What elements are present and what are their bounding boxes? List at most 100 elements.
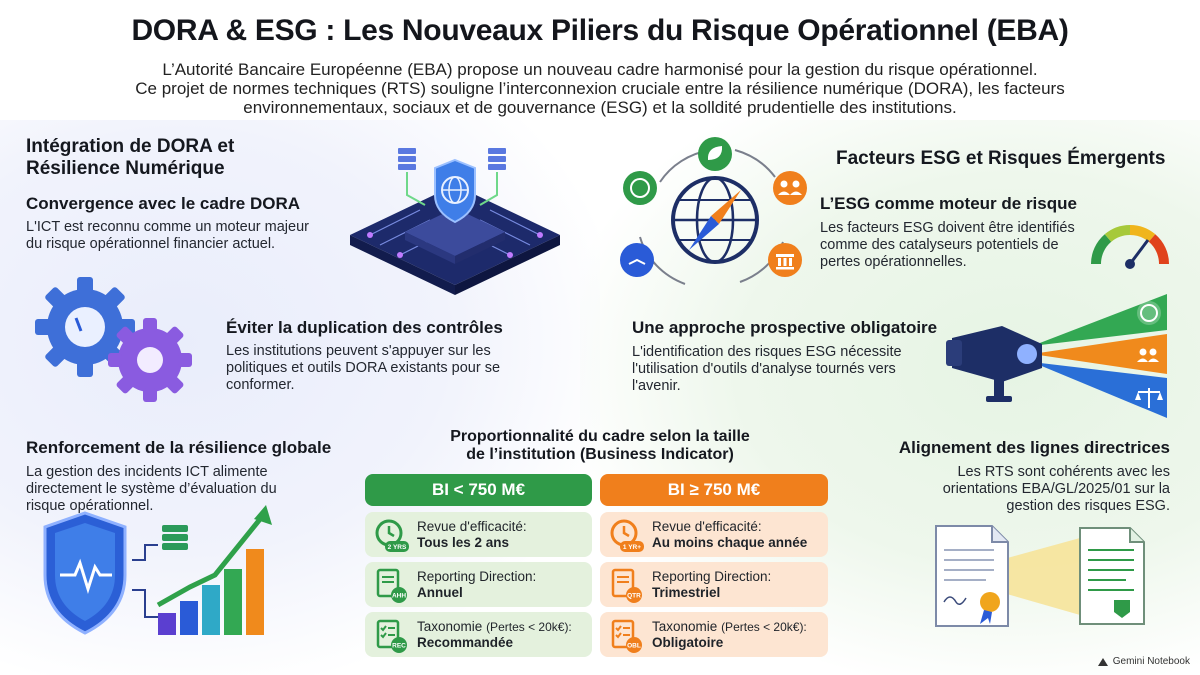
review-label: Revue d'efficacité: [652,518,762,534]
shield-growth-icon [43,505,272,635]
review-value: Tous les 2 ans [417,534,510,550]
reporting-value: Trimestriel [652,584,721,600]
dora-section-title: Intégration de DORA et Résilience Numéri… [26,136,234,180]
bi-large-reporting-card: QTR Reporting Direction: Trimestriel [600,562,828,607]
taxonomy-text: Taxonomie (Pertes < 20k€): Obligatoire [652,619,807,651]
text-line: politiques et outils DORA existants pour… [226,360,501,376]
esg-section-title: Facteurs ESG et Risques Émergents [836,148,1166,169]
text-line: du risque opérationnel financier actuel. [26,236,276,252]
reporting-label: Reporting Direction: [417,568,537,584]
taxonomy-value: Recommandée [417,634,514,650]
text-line: L'identification des risques ESG nécessi… [632,344,902,360]
review-label: Revue d'efficacité: [417,518,527,534]
review-badge-text: 1 YR+ [623,544,641,551]
report-icon: AHH [376,568,407,603]
taxonomy-label: Taxonomie [652,618,718,634]
intro-text: L’Autorité Bancaire Européenne (EBA) pro… [90,60,1110,117]
text-line: Les RTS sont cohérents avec les [957,464,1170,480]
bi-small-reporting-card: AHH Reporting Direction: Annuel [365,562,592,607]
taxonomy-note: (Pertes < 20k€): [486,619,572,634]
text-line: orientations EBA/GL/2025/01 sur la [942,481,1170,497]
taxonomy-text: Taxonomie (Pertes < 20k€): Recommandée [417,619,572,651]
documents-alignment-icon [935,525,1145,627]
proportionality-title: Proportionnalité du cadre selon la taill… [380,428,820,464]
reporting-text: Reporting Direction: Trimestriel [652,569,771,601]
bi-small-taxonomy-card: REC Taxonomie (Pertes < 20k€): Recommand… [365,612,592,657]
resilience-block: Renforcement de la résilience globale La… [26,438,366,515]
bi-small-column: BI < 750 M€ 2 YRS Revue d'efficacité: To… [365,474,592,657]
text-line: Les institutions peuvent s'appuyer sur l… [226,343,491,359]
reporting-badge-text: QTR [627,592,641,599]
checklist-icon: OBL [611,619,642,653]
page-title: DORA & ESG : Les Nouveaux Piliers du Ris… [131,14,1069,47]
text-line: L'ICT est reconnu comme un moteur majeur [26,219,309,235]
esg-driver-heading: L’ESG comme moteur de risque [820,194,1077,213]
duplication-heading: Éviter la duplication des contrôles [226,318,503,337]
taxonomy-label-line: Taxonomie (Pertes < 20k€): [652,619,807,635]
checklist-icon: REC [376,619,407,653]
reporting-value: Annuel [417,584,463,600]
taxonomy-note: (Pertes < 20k€): [721,619,807,634]
brand-name: Gemini Notebook [1112,656,1190,667]
report-icon: QTR [611,568,642,603]
prospective-text: L'identification des risques ESG nécessi… [632,344,972,395]
prospective-heading: Une approche prospective obligatoire [632,318,938,337]
clock-icon: 2 YRS [375,519,409,552]
taxonomy-label: Taxonomie [417,618,483,634]
esg-driver-block: L’ESG comme moteur de risque Les facteur… [820,194,1100,271]
duplication-block: Éviter la duplication des contrôles Les … [226,318,556,394]
review-badge-text: 2 YRS [388,544,407,551]
taxonomy-badge-text: REC [392,642,406,649]
reporting-label: Reporting Direction: [652,568,772,584]
dora-section-title-line: Résilience Numérique [26,158,225,179]
brand-logo-icon [1097,657,1108,666]
prospective-block: Une approche prospective obligatoire L'i… [632,318,972,395]
esg-driver-text: Les facteurs ESG doivent être identifiés… [820,220,1100,271]
clock-icon: 1 YR+ [610,519,644,552]
reporting-badge-text: AHH [392,592,406,599]
taxonomy-badge-text: OBL [627,642,641,649]
text-line: pertes opérationnelles. [820,254,967,270]
review-text: Revue d'efficacité: Au moins chaque anné… [652,519,807,551]
text-line: Les facteurs ESG doivent être identifiés [820,220,1075,236]
text-line: gestion des risques ESG. [1006,498,1170,514]
text-line: l'utilisation d'outils d'analyse tournés… [632,361,896,377]
duplication-text: Les institutions peuvent s'appuyer sur l… [226,343,556,394]
intro-line: environnementaux, sociaux et de gouverna… [243,98,957,117]
proportionality-title-line: Proportionnalité du cadre selon la taill… [450,428,750,445]
bi-small-header: BI < 750 M€ [365,474,592,506]
bi-large-column: BI ≥ 750 M€ 1 YR+ Revue d'efficacité: Au… [600,474,828,657]
text-line: directement le système d’évaluation du [26,481,277,497]
text-line: l'avenir. [632,378,681,394]
secure-chip-icon [350,148,560,295]
text-line: risque opérationnel. [26,498,154,514]
alignment-heading: Alignement des lignes directrices [898,438,1170,457]
forecast-telescope-icon [946,294,1167,418]
text-line: comme des catalyseurs potentiels de [820,237,1059,253]
alignment-text: Les RTS sont cohérents avec les orientat… [820,464,1170,515]
dora-section-title-line: Intégration de DORA et [26,136,235,157]
taxonomy-label-line: Taxonomie (Pertes < 20k€): [417,619,572,635]
bi-large-header: BI ≥ 750 M€ [600,474,828,506]
intro-line: Ce projet de normes techniques (RTS) sou… [135,79,1065,98]
convergence-text: L'ICT est reconnu comme un moteur majeur… [26,219,346,253]
review-value: Au moins chaque année [652,534,808,550]
resilience-text: La gestion des incidents ICT alimente di… [26,464,366,515]
resilience-heading: Renforcement de la résilience globale [26,438,332,457]
proportionality-title-line: de l’institution (Business Indicator) [466,446,734,463]
brand-footer: Gemini Notebook [1097,656,1190,667]
gears-icon [35,277,192,402]
esg-cycle-icon [620,137,807,285]
bi-large-taxonomy-card: OBL Taxonomie (Pertes < 20k€): Obligatoi… [600,612,828,657]
text-line: conformer. [226,377,295,393]
bi-large-review-card: 1 YR+ Revue d'efficacité: Au moins chaqu… [600,512,828,557]
convergence-heading: Convergence avec le cadre DORA [26,194,301,213]
text-line: La gestion des incidents ICT alimente [26,464,268,480]
intro-line: L’Autorité Bancaire Européenne (EBA) pro… [162,60,1038,79]
alignment-block: Alignement des lignes directrices Les RT… [820,438,1170,515]
bi-small-review-card: 2 YRS Revue d'efficacité: Tous les 2 ans [365,512,592,557]
taxonomy-value: Obligatoire [652,634,724,650]
gauge-icon [1090,224,1170,269]
convergence-block: Convergence avec le cadre DORA L'ICT est… [26,194,346,253]
review-text: Revue d'efficacité: Tous les 2 ans [417,519,527,551]
